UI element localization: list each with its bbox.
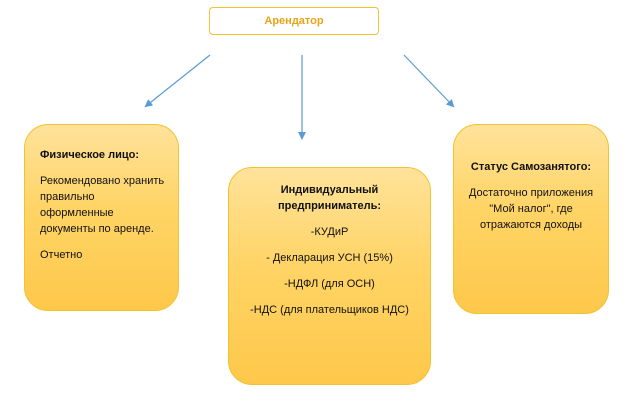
entrepreneur-item: -НДФЛ (для ОСН) <box>284 278 375 290</box>
entrepreneur-item: -НДС (для плательщиков НДС) <box>250 304 409 316</box>
arrow-to-individual <box>144 54 211 108</box>
entrepreneur-item: -КУДиР <box>310 226 349 238</box>
entrepreneur-item: - Декларация УСН (15%) <box>266 252 393 264</box>
individual-paragraph: Рекомендовано хранить правильно оформлен… <box>40 175 165 235</box>
individual-paragraph: Отчетно <box>40 249 83 261</box>
individual-node: Физическое лицо: Рекомендовано хранить п… <box>24 124 179 311</box>
self-employed-text: Достаточно приложения "Мой налог", где о… <box>468 187 594 231</box>
individual-title: Физическое лицо: <box>40 149 140 161</box>
self-employed-title: Статус Самозанятого: <box>470 161 592 173</box>
entrepreneur-node: Индивидуальный предприниматель: -КУДиР -… <box>228 167 431 385</box>
tenant-label: Арендатор <box>264 15 324 27</box>
tenant-node: Арендатор <box>209 7 379 35</box>
self-employed-node: Статус Самозанятого: Достаточно приложен… <box>453 124 609 314</box>
arrow-to-self-employed <box>403 54 455 108</box>
entrepreneur-title: Индивидуальный предприниматель: <box>277 184 382 212</box>
